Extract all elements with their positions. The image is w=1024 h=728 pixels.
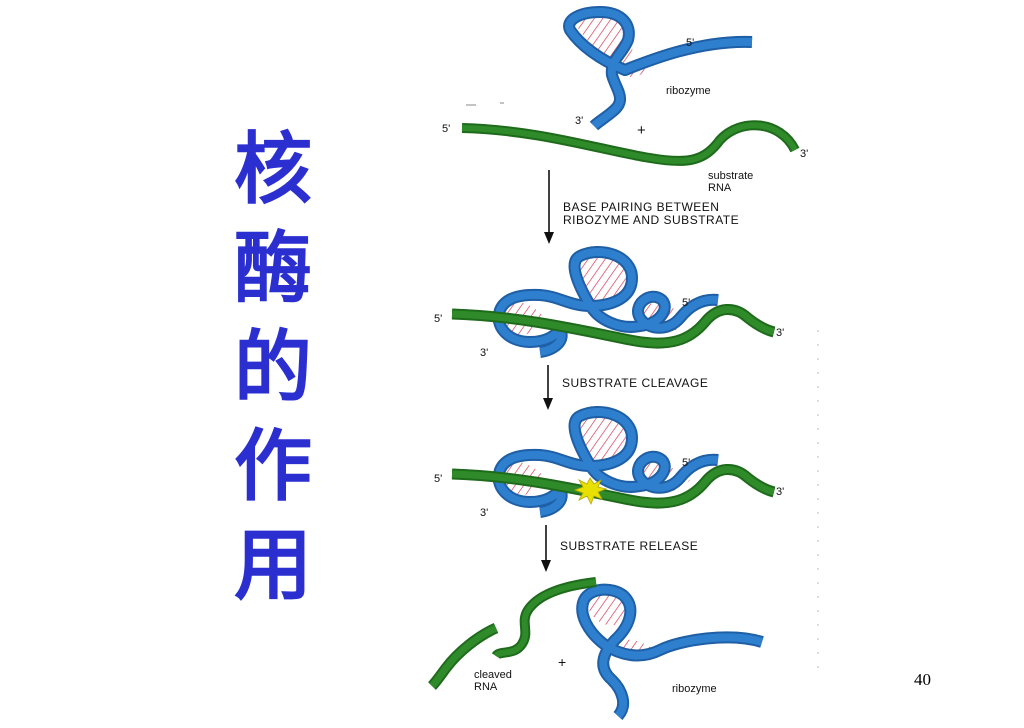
title-char-2: 酶 [233, 223, 312, 314]
five-prime-ribozyme: 5' [682, 297, 690, 309]
ribozyme-strand-fill [578, 585, 764, 719]
ribozyme-strand-fill [494, 408, 719, 516]
panel-4: + cleaved RNA ribozyme [428, 577, 764, 721]
substrate-label-line1: substrate [708, 170, 753, 182]
ribozyme-strand-fill [494, 248, 719, 356]
arrow-head-icon [541, 560, 551, 572]
cleaved-label-line1: cleaved [474, 669, 512, 681]
ribozyme-label: ribozyme [666, 85, 711, 97]
step-1: BASE PAIRING BETWEEN RIBOZYME AND SUBSTR… [544, 170, 739, 244]
substrate-label-line2: RNA [708, 182, 732, 194]
panel-2: 5' 5' 3' 3' [434, 246, 784, 359]
ribozyme-label: ribozyme [672, 683, 717, 695]
ribozyme-strand-fill [565, 8, 753, 129]
step-2-label: SUBSTRATE CLEAVAGE [562, 376, 708, 390]
three-prime-substrate: 3' [776, 327, 784, 339]
title-char-3: 的 [233, 322, 312, 413]
five-prime-ribozyme: 5' [682, 457, 690, 469]
title-char-5: 用 [233, 520, 312, 611]
substrate-strand-fill [451, 466, 775, 507]
slide-number: 40 [914, 670, 931, 689]
three-prime-substrate: 3' [800, 148, 808, 160]
five-prime-ribozyme: 5' [686, 37, 694, 49]
cleaved-label-line2: RNA [474, 681, 498, 693]
vertical-title: 核 酶 的 作 用 [228, 120, 318, 615]
three-prime-ribozyme: 3' [575, 115, 583, 127]
cleaved-rna-fragment-fill [429, 624, 498, 689]
substrate-strand-fill [461, 122, 798, 164]
five-prime-substrate: 5' [434, 313, 442, 325]
title-char-1: 核 [233, 124, 312, 215]
step-1-line1: BASE PAIRING BETWEEN [563, 200, 719, 214]
three-prime-substrate: 3' [776, 486, 784, 498]
step-1-line2: RIBOZYME AND SUBSTRATE [563, 213, 739, 227]
arrow-head-icon [544, 232, 554, 244]
step-2: SUBSTRATE CLEAVAGE [543, 365, 708, 410]
five-prime-substrate: 5' [442, 123, 450, 135]
panel-3: 5' 5' 3' 3' [434, 406, 784, 519]
three-prime-ribozyme: 3' [480, 507, 488, 519]
plus-sign: + [558, 654, 566, 670]
panel-1: 5' ribozyme 3' + 5' 3' substrate RNA [442, 6, 808, 194]
title-char-4: 作 [233, 421, 312, 512]
plus-sign: + [637, 122, 646, 139]
three-prime-ribozyme: 3' [480, 347, 488, 359]
five-prime-substrate: 5' [434, 473, 442, 485]
cleavage-burst-icon [573, 477, 608, 505]
step-3-label: SUBSTRATE RELEASE [560, 539, 698, 553]
arrow-head-icon [543, 398, 553, 410]
cleaved-rna-fragment-fill [493, 579, 597, 659]
step-3: SUBSTRATE RELEASE [541, 525, 698, 572]
substrate-strand-fill [451, 306, 775, 347]
